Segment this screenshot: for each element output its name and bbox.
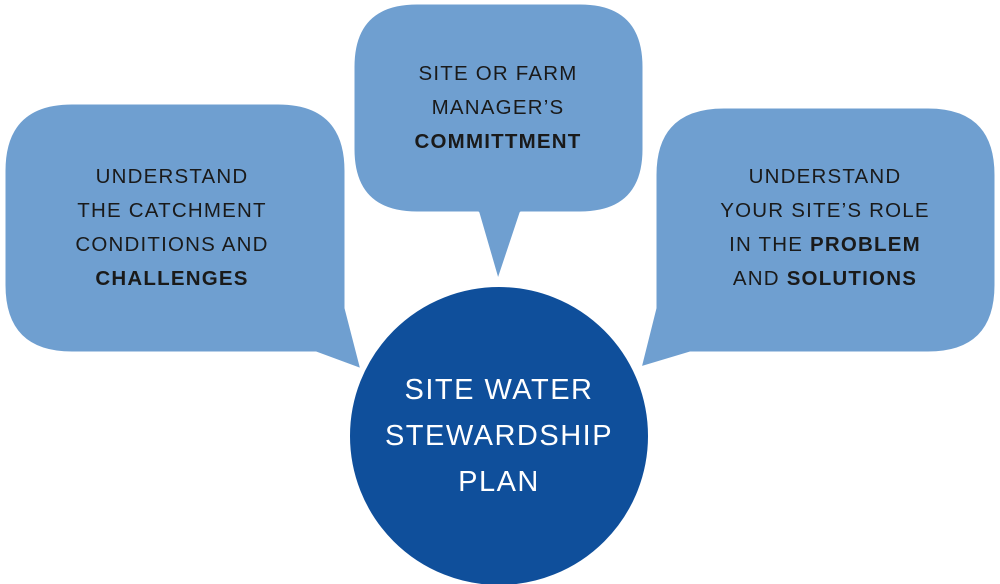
right-bubble-line-4-plain: AND bbox=[732, 267, 787, 290]
right-bubble-problem-emphasis: PROBLEM bbox=[810, 233, 921, 256]
center-circle bbox=[346, 283, 652, 584]
right-bubble-text: UNDERSTAND YOUR SITE’S ROLE IN THE PROBL… bbox=[690, 158, 960, 298]
left-bubble-emphasis: CHALLENGES bbox=[95, 267, 249, 290]
right-bubble-solutions-emphasis: SOLUTIONS bbox=[786, 267, 918, 290]
top-bubble-text: SITE OR FARM MANAGER’S COMMITTMENT bbox=[368, 56, 628, 160]
top-bubble-line-2: MANAGER’S bbox=[431, 96, 565, 119]
right-bubble-line-2: YOUR SITE’S ROLE bbox=[720, 199, 930, 222]
left-bubble-line-4: CHALLENGES bbox=[95, 262, 248, 296]
top-bubble-line-1: SITE OR FARM bbox=[418, 62, 578, 85]
top-bubble-emphasis: COMMITTMENT bbox=[414, 130, 582, 153]
top-speech-bubble bbox=[351, 1, 646, 284]
left-bubble-text: UNDERSTAND THE CATCHMENT CONDITIONS AND … bbox=[40, 158, 304, 298]
center-title-line-1: SITE WATER bbox=[404, 374, 594, 406]
right-bubble-line-1: UNDERSTAND bbox=[748, 165, 902, 188]
right-bubble-line-4: AND SOLUTIONS bbox=[733, 262, 917, 296]
right-bubble-line-3-plain: IN THE bbox=[729, 233, 810, 256]
left-bubble-line-2: THE CATCHMENT bbox=[77, 199, 267, 222]
right-bubble-line-3: IN THE PROBLEM bbox=[729, 228, 921, 262]
right-speech-bubble bbox=[638, 105, 998, 370]
center-title-line-3: PLAN bbox=[458, 466, 540, 498]
left-bubble-line-1: UNDERSTAND bbox=[95, 165, 249, 188]
center-title-line-2: STEWARDSHIP bbox=[384, 420, 614, 452]
left-speech-bubble bbox=[2, 101, 364, 372]
center-title: SITE WATER STEWARDSHIP PLAN bbox=[359, 366, 639, 506]
top-bubble-line-3: COMMITTMENT bbox=[415, 125, 582, 159]
left-bubble-line-3: CONDITIONS AND bbox=[75, 233, 269, 256]
